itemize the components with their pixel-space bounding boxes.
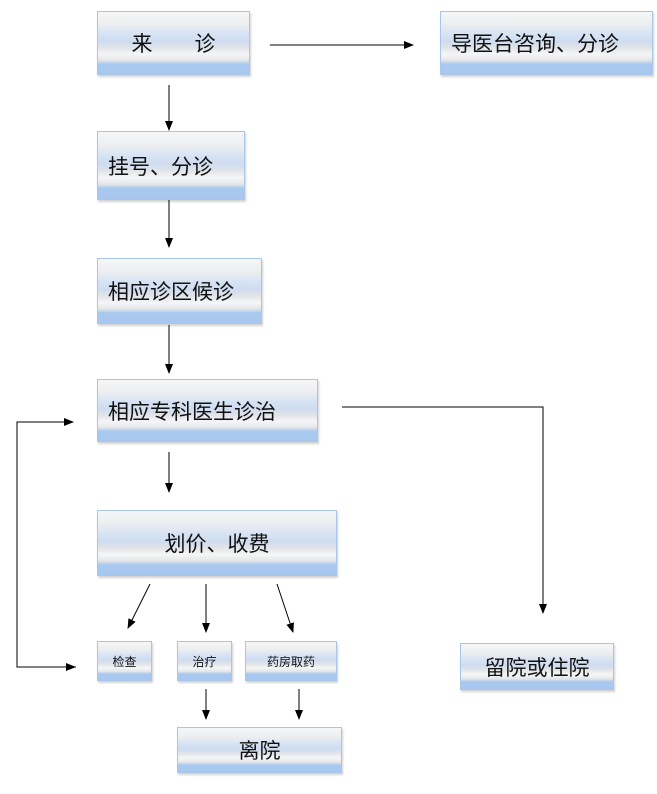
node-pharmacy-label: 药房取药	[266, 654, 315, 669]
node-hospitalize-label: 留院或住院	[484, 655, 590, 680]
node-wait-label: 相应诊区候诊	[108, 280, 234, 304]
node-visit: 来 诊	[97, 11, 250, 75]
node-treatment: 治疗	[177, 641, 232, 681]
node-hospitalize: 留院或住院	[460, 643, 614, 690]
node-exam: 检查	[97, 641, 152, 681]
arrow-billing-to-exam	[127, 583, 151, 629]
node-discharge: 离院	[177, 727, 342, 773]
node-exam-label: 检查	[112, 654, 137, 669]
arrow-exam-loop-back-to-doctor	[16, 418, 76, 668]
node-billing-label: 划价、收费	[164, 532, 270, 556]
node-billing: 划价、收费	[97, 510, 337, 576]
node-wait: 相应诊区候诊	[97, 258, 262, 324]
node-treatment-label: 治疗	[192, 654, 217, 669]
node-register-label: 挂号、分诊	[108, 154, 213, 179]
node-doctor: 相应专科医生诊治	[97, 379, 318, 442]
node-discharge-label: 离院	[238, 739, 281, 763]
arrow-doctor-to-hospitalize	[342, 406, 547, 614]
node-doctor-label: 相应专科医生诊治	[108, 399, 276, 424]
arrow-billing-to-pharmacy	[276, 583, 294, 633]
node-guide-desk: 导医台咨询、分诊	[440, 11, 653, 75]
node-pharmacy: 药房取药	[245, 641, 337, 681]
node-register: 挂号、分诊	[97, 131, 245, 200]
node-visit-label: 来 诊	[131, 32, 216, 56]
node-guide-desk-label: 导医台咨询、分诊	[451, 32, 619, 56]
